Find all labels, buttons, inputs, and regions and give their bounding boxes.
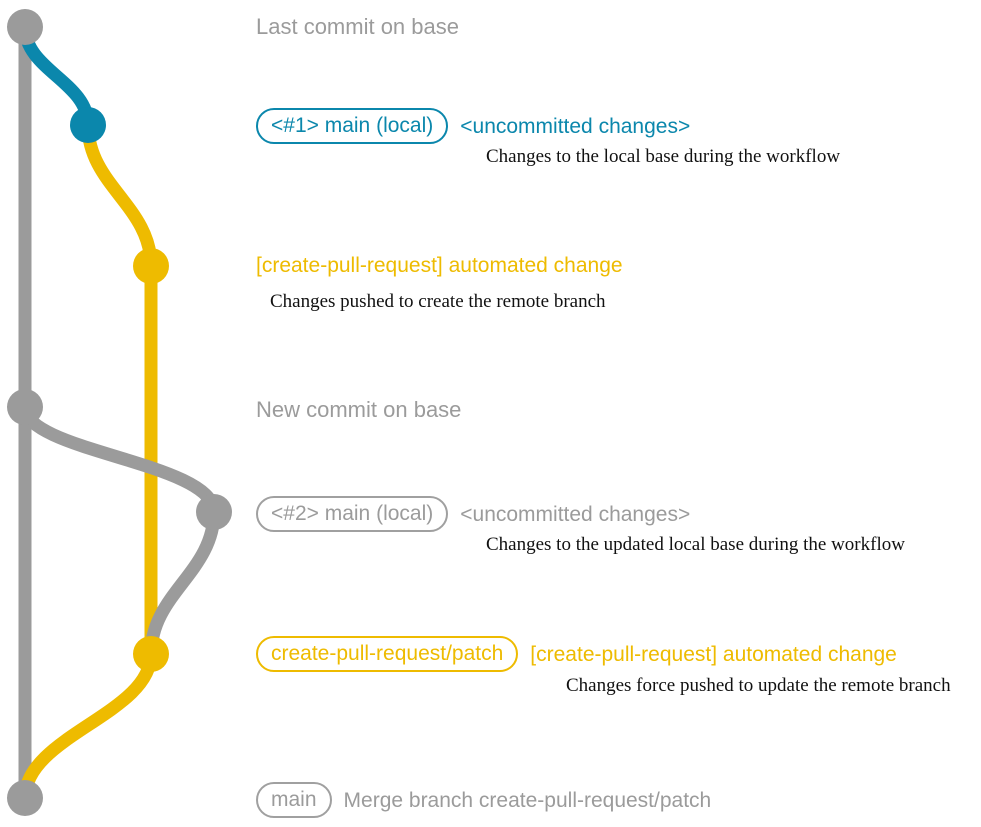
commit-row-remote-1: [create-pull-request] automated change (256, 255, 623, 276)
node-merge-commit[interactable] (7, 780, 43, 816)
edge-remote2-to-merge (18, 647, 158, 805)
commit-subject-merge: Merge branch create-pull-request/patch (343, 788, 712, 812)
heading-last-commit-on-base: Last commit on base (256, 14, 459, 39)
commit-note-remote-2: Changes force pushed to update the remot… (566, 675, 951, 696)
commit-note-local-1: Changes to the local base during the wor… (486, 146, 841, 167)
commit-subject-remote-1: [create-pull-request] automated change (256, 254, 623, 277)
node-base-new[interactable] (7, 389, 43, 425)
commit-subject-local-1: <uncommitted changes> (460, 114, 691, 138)
commit-note-remote-1: Changes pushed to create the remote bran… (270, 291, 606, 312)
branch-pill-main[interactable]: main (256, 782, 332, 818)
node-base-top[interactable] (7, 9, 43, 45)
node-remote-2[interactable] (133, 636, 169, 672)
commit-row-remote-2: create-pull-request/patch [create-pull-r… (256, 636, 897, 672)
graph-nodes (7, 9, 232, 816)
commit-subject-remote-2: [create-pull-request] automated change (530, 642, 897, 666)
node-local-1[interactable] (70, 107, 106, 143)
node-local-2[interactable] (196, 494, 232, 530)
branch-pill-create-pull-request-patch[interactable]: create-pull-request/patch (256, 636, 519, 672)
branch-pill-main-local-2[interactable]: <#2> main (local) (256, 496, 449, 532)
commit-row-local-2: <#2> main (local) <uncommitted changes> (256, 496, 690, 532)
node-remote-1[interactable] (133, 248, 169, 284)
commit-row-merge: main Merge branch create-pull-request/pa… (256, 782, 711, 818)
edge-local1-to-remote1 (81, 118, 158, 273)
commit-row-local-1: <#1> main (local) <uncommitted changes> (256, 108, 690, 144)
commit-subject-local-2: <uncommitted changes> (460, 502, 691, 526)
branch-pill-main-local-1[interactable]: <#1> main (local) (256, 108, 449, 144)
commit-note-local-2: Changes to the updated local base during… (486, 534, 905, 555)
edge-local2-to-remote2 (144, 505, 221, 661)
heading-new-commit-on-base: New commit on base (256, 397, 462, 422)
